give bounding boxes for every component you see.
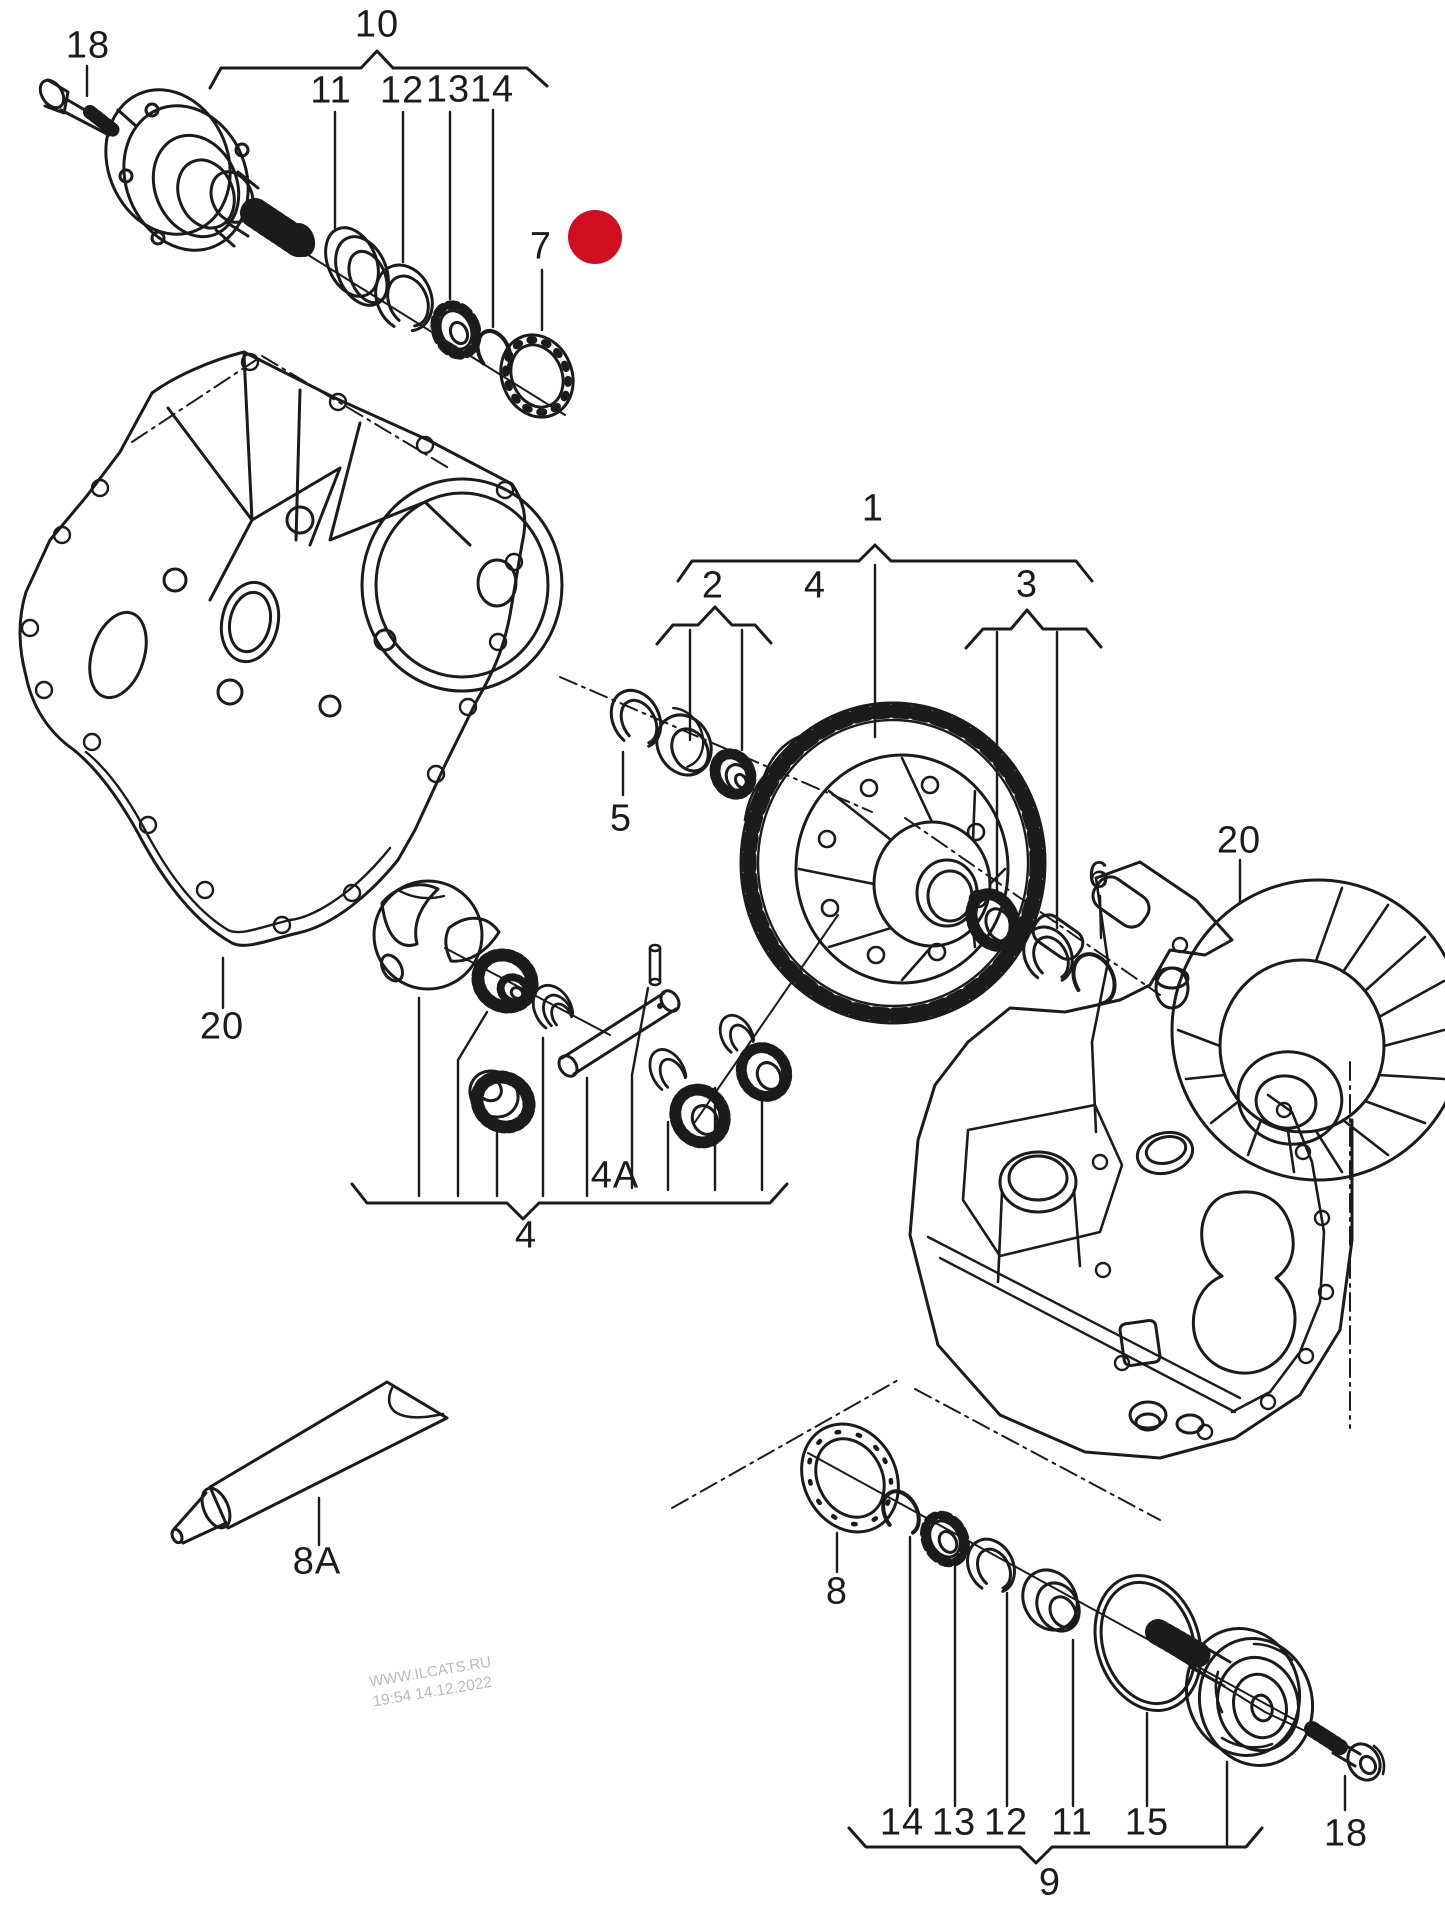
callout-3[interactable]: 3 bbox=[1015, 563, 1039, 606]
callout-20-right[interactable]: 20 bbox=[1216, 819, 1262, 862]
snapring-14-bottom bbox=[881, 1489, 921, 1537]
callout-18-top[interactable]: 18 bbox=[65, 24, 111, 67]
gasket-ring-15 bbox=[1093, 1574, 1203, 1712]
bracket-group-4 bbox=[350, 1182, 789, 1221]
bevel-gear-lower bbox=[468, 1069, 536, 1134]
callout-2[interactable]: 2 bbox=[701, 564, 725, 607]
callout-7[interactable]: 7 bbox=[529, 225, 553, 268]
splined-gear-2 bbox=[709, 748, 757, 800]
thrust-washer-far bbox=[718, 1013, 756, 1059]
bolt-18-bottom bbox=[1304, 1721, 1386, 1782]
thrust-washer-right bbox=[648, 1048, 688, 1096]
callout-12-bottom[interactable]: 12 bbox=[983, 1801, 1029, 1844]
pinion-shaft bbox=[557, 989, 681, 1078]
callout-4-top[interactable]: 4 bbox=[803, 564, 827, 607]
bevel-gear-right bbox=[669, 1083, 731, 1149]
thrust-washer-upper bbox=[531, 983, 575, 1035]
callout-4-bottom[interactable]: 4 bbox=[514, 1214, 538, 1257]
callout-6[interactable]: 6 bbox=[1087, 854, 1111, 897]
callout-20-left[interactable]: 20 bbox=[199, 1005, 245, 1048]
output-flange-shaft bbox=[104, 88, 316, 258]
bracket-group-9 bbox=[847, 1826, 1264, 1865]
bearing-2 bbox=[647, 706, 713, 777]
callout-15[interactable]: 15 bbox=[1124, 1801, 1170, 1844]
right-gearbox-housing bbox=[908, 860, 1445, 1460]
bearing-11-bottom bbox=[1021, 1568, 1081, 1633]
roll-pin-4a bbox=[648, 943, 662, 987]
red-marker-dot[interactable] bbox=[568, 210, 622, 264]
locknut-13-top bbox=[430, 300, 482, 360]
callout-14-bottom[interactable]: 14 bbox=[879, 1801, 925, 1844]
locknut-13-bottom bbox=[920, 1510, 970, 1568]
spider-cage bbox=[372, 879, 501, 991]
bevel-gear-far bbox=[735, 1042, 793, 1102]
callout-8[interactable]: 8 bbox=[825, 1570, 849, 1613]
ring-3 bbox=[1022, 925, 1074, 985]
callout-11-top[interactable]: 11 bbox=[310, 69, 352, 112]
left-gearbox-housing bbox=[18, 350, 564, 947]
callout-11-bottom[interactable]: 11 bbox=[1051, 1801, 1093, 1844]
sealant-tube-8a bbox=[170, 1380, 449, 1545]
splined-cone-3 bbox=[965, 888, 1021, 952]
callout-10[interactable]: 10 bbox=[354, 3, 400, 46]
bracket-group-10 bbox=[208, 49, 549, 90]
differential-ring-gear-1 bbox=[739, 701, 1047, 1025]
bracket-group-2 bbox=[655, 605, 773, 646]
callout-12-top[interactable]: 12 bbox=[379, 69, 425, 112]
seal-7 bbox=[499, 333, 575, 419]
ring-8 bbox=[800, 1422, 900, 1534]
fan-ribs bbox=[1176, 886, 1445, 1174]
callout-13-bottom[interactable]: 13 bbox=[931, 1801, 977, 1844]
flange-shaft-bottom bbox=[1145, 1619, 1315, 1767]
ring-5 bbox=[609, 688, 663, 750]
seal-12-top bbox=[374, 263, 434, 333]
bracket-group-1 bbox=[676, 543, 1094, 583]
bearing-11-top bbox=[324, 226, 390, 307]
callout-5[interactable]: 5 bbox=[609, 797, 633, 840]
callout-8a[interactable]: 8A bbox=[292, 1540, 342, 1583]
callout-14-top[interactable]: 14 bbox=[469, 68, 515, 111]
callout-18-bottom[interactable]: 18 bbox=[1323, 1812, 1369, 1855]
bracket-group-3 bbox=[964, 608, 1103, 650]
callout-13-top[interactable]: 13 bbox=[425, 68, 471, 111]
callout-9[interactable]: 9 bbox=[1038, 1861, 1062, 1904]
bevel-gear-upper bbox=[471, 948, 539, 1014]
bolt-18-top bbox=[38, 78, 120, 138]
callout-4a[interactable]: 4A bbox=[590, 1154, 640, 1197]
ring-12-bottom bbox=[966, 1537, 1016, 1595]
callout-1[interactable]: 1 bbox=[861, 487, 885, 530]
